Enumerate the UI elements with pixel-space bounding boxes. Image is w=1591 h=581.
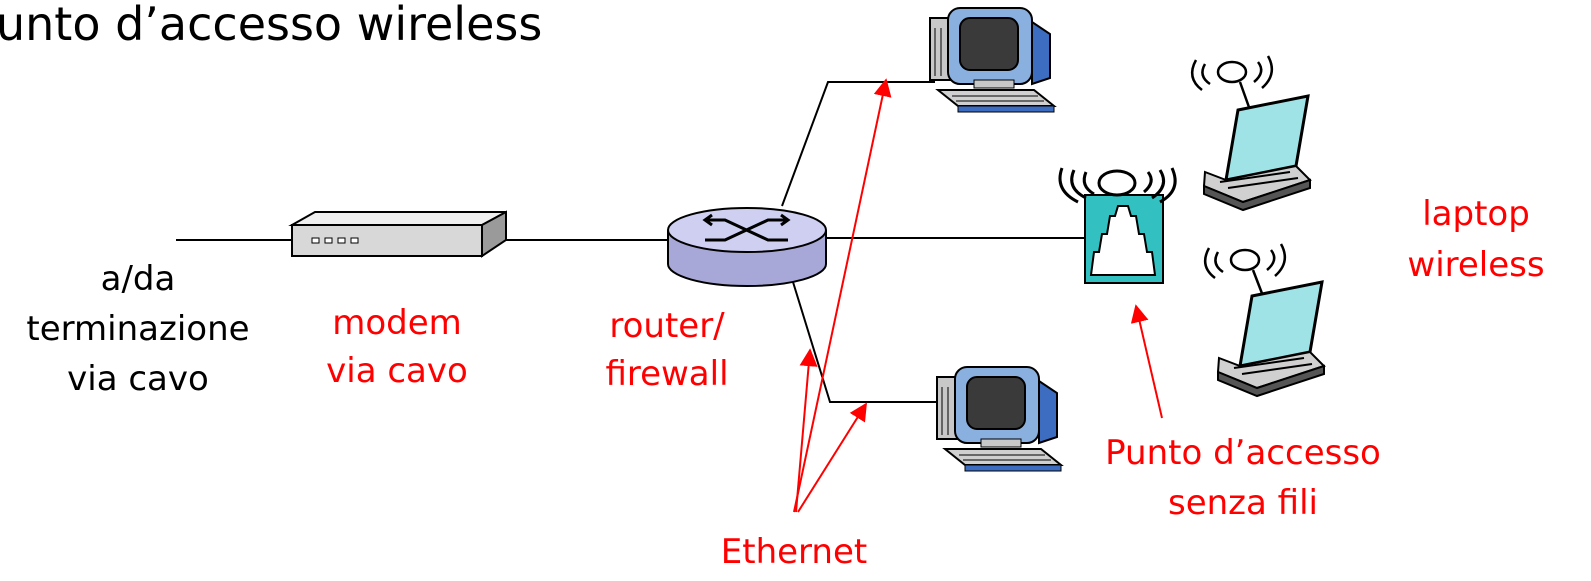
network-links	[176, 81, 1085, 403]
router-label-line1: router/	[609, 306, 725, 346]
laptop-icon	[1203, 243, 1326, 398]
link-router-to-bottom-pc	[792, 281, 942, 403]
modem-icon	[288, 210, 507, 258]
access-point-icon	[1084, 194, 1164, 284]
source-label-line1: a/da	[101, 259, 176, 299]
desktop-computer-icon	[929, 7, 1057, 113]
annotation-arrows	[793, 78, 1163, 513]
desktop-computer-icon	[936, 366, 1064, 472]
laptop-label-line2: wireless	[1407, 245, 1544, 285]
access-point-arrow	[1130, 304, 1163, 419]
source-label-line3: via cavo	[67, 359, 209, 399]
source-label-line2: terminazione	[26, 309, 249, 349]
router-icon	[667, 207, 827, 287]
access-point-label-line1: Punto d’accesso	[1105, 433, 1381, 473]
ethernet-arrow-router	[795, 348, 818, 513]
link-router-to-top-pc	[781, 81, 935, 207]
slide-title: unto d’accesso wireless	[0, 0, 542, 51]
laptop-label-line1: laptop	[1422, 194, 1530, 234]
modem-label-line2: via cavo	[326, 351, 468, 391]
modem-label-line1: modem	[332, 303, 462, 343]
ethernet-arrow-top	[793, 78, 892, 513]
laptop-icon	[1190, 55, 1312, 212]
wireless-signal-icon	[1203, 243, 1287, 297]
ethernet-arrow-bottom	[797, 402, 867, 513]
ethernet-label: Ethernet	[721, 532, 867, 572]
wireless-signal-icon	[1058, 167, 1177, 204]
wireless-signal-icon	[1190, 55, 1274, 111]
router-label-line2: firewall	[605, 354, 728, 394]
access-point-label-line2: senza fili	[1168, 483, 1318, 523]
